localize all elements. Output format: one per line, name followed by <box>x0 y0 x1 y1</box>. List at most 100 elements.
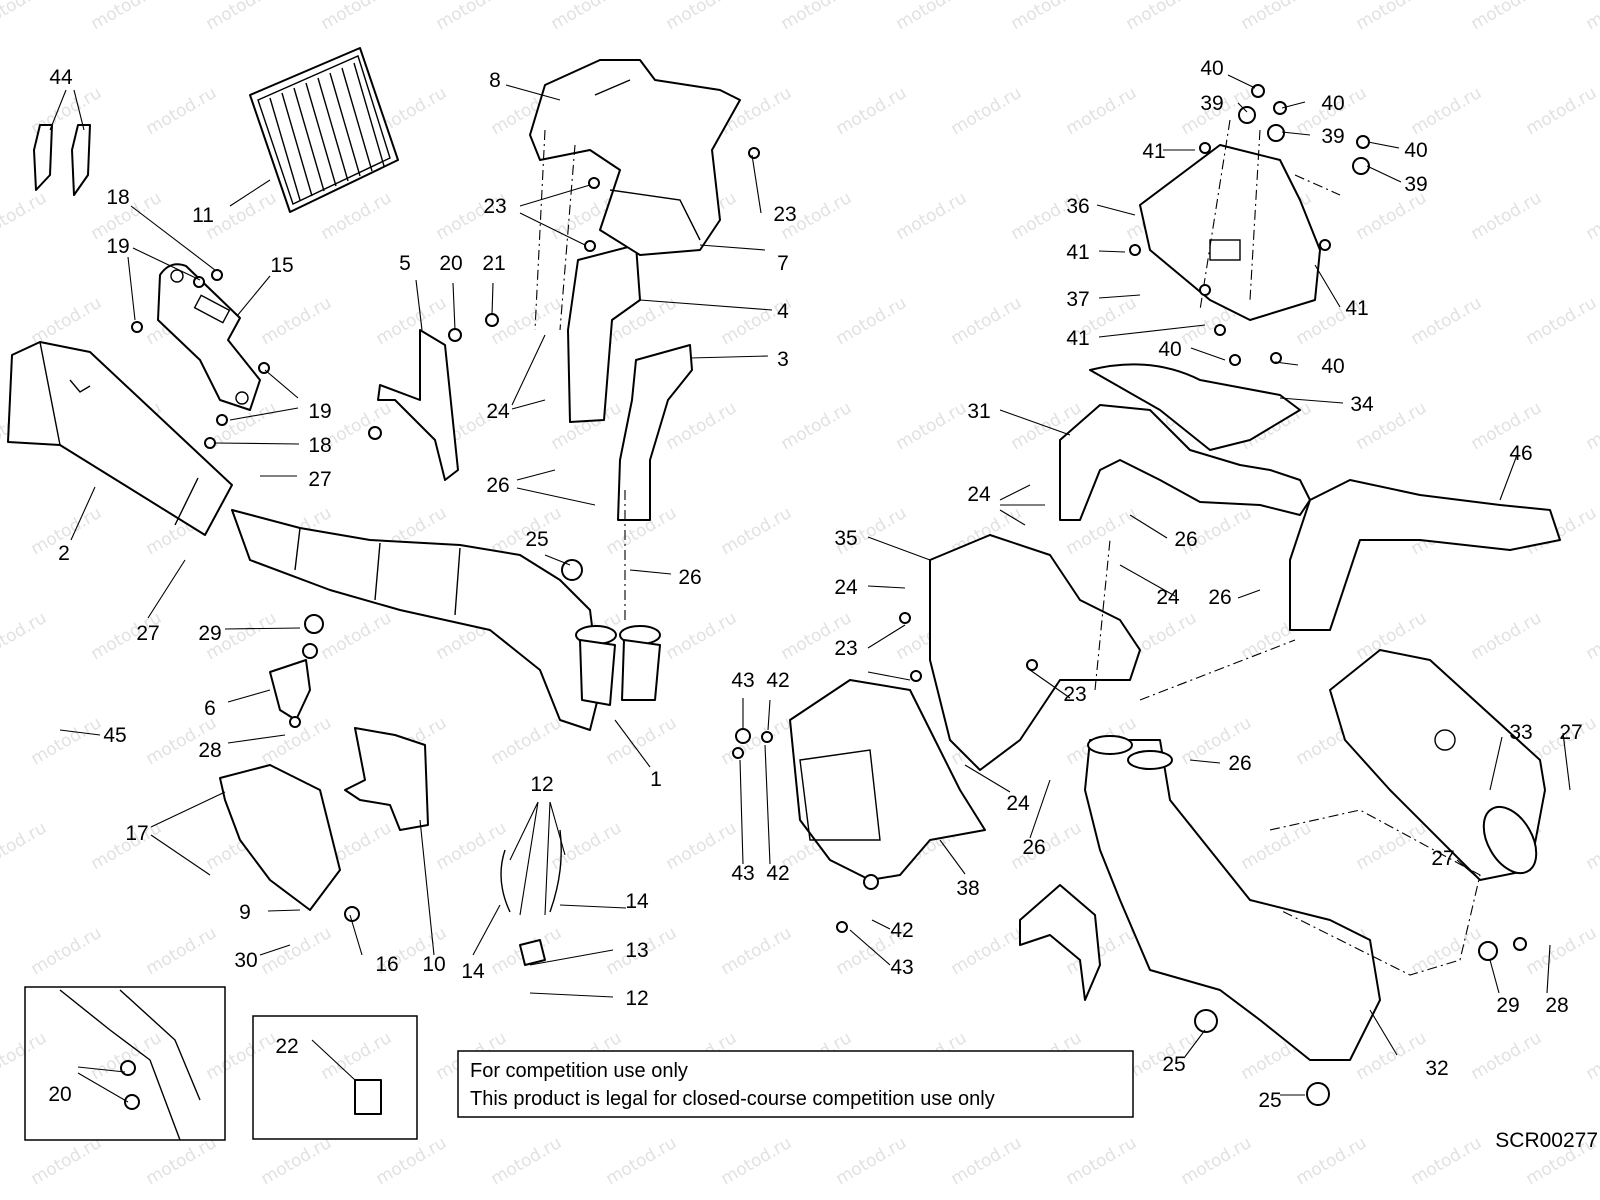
watermark-text: motod.ru <box>1468 1028 1546 1084</box>
callout-42: 42 <box>766 862 789 885</box>
upper-heat-shield-7-8 <box>529 59 741 256</box>
watermark-text: motod.ru <box>833 83 911 139</box>
watermark-text: motod.ru <box>1583 188 1600 244</box>
callout-41: 41 <box>1142 140 1165 163</box>
watermark-text: motod.ru <box>1063 1133 1141 1189</box>
callout-14: 14 <box>461 960 485 983</box>
watermark-text: motod.ru <box>1583 818 1600 874</box>
callout-40: 40 <box>1404 139 1427 162</box>
callout-29: 29 <box>1496 994 1519 1017</box>
heat-shield-38 <box>789 679 986 881</box>
header-sections-3-4 <box>567 244 693 521</box>
callout-12: 12 <box>530 773 553 796</box>
callout-30: 30 <box>234 949 257 972</box>
callout-12: 12 <box>625 987 648 1010</box>
header-pipe-31 <box>1059 404 1311 521</box>
watermark-text: motod.ru <box>1123 1028 1201 1084</box>
callout-6: 6 <box>204 697 216 720</box>
heat-shield-15 <box>157 263 261 411</box>
watermark-text: motod.ru <box>203 188 281 244</box>
header-pipe-left <box>231 509 661 731</box>
callout-4: 4 <box>777 300 789 323</box>
callout-24: 24 <box>1156 586 1180 609</box>
callout-18: 18 <box>106 186 129 209</box>
watermark-text: motod.ru <box>1008 818 1086 874</box>
watermark-text: motod.ru <box>88 0 166 34</box>
heat-shield-35 <box>929 534 1141 771</box>
watermark-text: motod.ru <box>1468 608 1546 664</box>
callout-33: 33 <box>1509 721 1532 744</box>
hose-clip-parts <box>33 124 91 196</box>
callout-41: 41 <box>1345 297 1368 320</box>
guard-9 <box>219 764 341 911</box>
callout-10: 10 <box>422 953 445 976</box>
callout-16: 16 <box>375 953 398 976</box>
callout-24: 24 <box>1006 792 1030 815</box>
notice-line-1: For competition use only <box>470 1060 688 1082</box>
callout-45: 45 <box>103 724 126 747</box>
watermark-text: motod.ru <box>1583 0 1600 34</box>
watermark-text: motod.ru <box>488 1133 566 1189</box>
watermark-text: motod.ru <box>1408 923 1486 979</box>
watermark-text: motod.ru <box>1408 293 1486 349</box>
callout-37: 37 <box>1066 288 1089 311</box>
callout-43: 43 <box>890 956 913 979</box>
watermark-text: motod.ru <box>663 818 741 874</box>
watermark-text: motod.ru <box>778 398 856 454</box>
callout-5: 5 <box>399 252 411 275</box>
callout-25: 25 <box>1162 1053 1185 1076</box>
watermark-text: motod.ru <box>1523 923 1600 979</box>
watermark-text: motod.ru <box>948 923 1026 979</box>
callout-32: 32 <box>1425 1057 1448 1080</box>
watermark-text: motod.ru <box>603 713 681 769</box>
callout-34: 34 <box>1350 393 1374 416</box>
watermark-text: motod.ru <box>833 293 911 349</box>
callout-14: 14 <box>625 890 649 913</box>
watermark-text: motod.ru <box>1468 188 1546 244</box>
callout-39: 39 <box>1404 173 1427 196</box>
callout-26: 26 <box>1174 528 1197 551</box>
watermark-text: motod.ru <box>318 0 396 34</box>
callout-27: 27 <box>1559 721 1582 744</box>
watermark-text: motod.ru <box>1583 608 1600 664</box>
callout-36: 36 <box>1066 195 1089 218</box>
hoses-12-14 <box>500 829 562 966</box>
callout-20: 20 <box>48 1083 71 1106</box>
callout-20: 20 <box>439 252 462 275</box>
callout-28: 28 <box>1545 994 1568 1017</box>
callout-27: 27 <box>308 468 331 491</box>
watermark-text: motod.ru <box>143 83 221 139</box>
bracket-6 <box>269 659 311 721</box>
callout-23: 23 <box>773 203 796 226</box>
callout-27: 27 <box>136 622 159 645</box>
watermark-text: motod.ru <box>1238 818 1316 874</box>
callout-28: 28 <box>198 739 221 762</box>
watermark-text: motod.ru <box>1468 0 1546 34</box>
callout-26: 26 <box>1022 836 1045 859</box>
header-pipe-46 <box>1289 479 1561 631</box>
watermark-text: motod.ru <box>318 608 396 664</box>
watermark-text: motod.ru <box>258 923 336 979</box>
callout-7: 7 <box>777 252 789 275</box>
watermark-text: motod.ru <box>28 713 106 769</box>
callout-24: 24 <box>834 576 858 599</box>
callout-3: 3 <box>777 348 789 371</box>
callout-11: 11 <box>192 204 214 227</box>
watermark-text: motod.ru <box>0 818 50 874</box>
watermark-text: motod.ru <box>0 188 50 244</box>
watermark-text: motod.ru <box>893 188 971 244</box>
watermark-text: motod.ru <box>948 1133 1026 1189</box>
callout-8: 8 <box>489 69 501 92</box>
callout-40: 40 <box>1321 355 1344 378</box>
callout-26: 26 <box>1228 752 1251 775</box>
watermark-text: motod.ru <box>203 1028 281 1084</box>
callout-2: 2 <box>58 542 70 565</box>
callout-41: 41 <box>1066 241 1089 264</box>
mounting-bracket-36 <box>1139 144 1321 321</box>
watermark-text: motod.ru <box>28 293 106 349</box>
watermark-text: motod.ru <box>1123 0 1201 34</box>
callout-25: 25 <box>525 528 548 551</box>
bracket-5 <box>377 329 459 481</box>
watermark-text: motod.ru <box>258 1133 336 1189</box>
callout-21: 21 <box>482 252 505 275</box>
